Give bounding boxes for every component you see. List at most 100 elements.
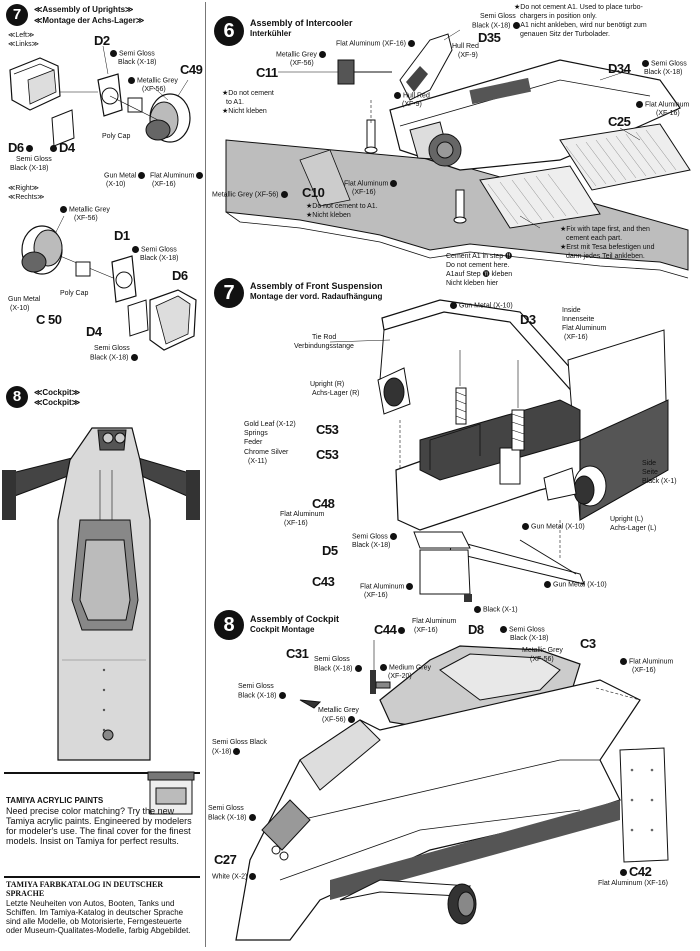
note-line: ★Nicht kleben <box>222 108 267 115</box>
paint-label: Metallic Grey <box>128 77 178 85</box>
step-title: ≪Cockpit≫ <box>34 388 81 397</box>
part-label-c49: C49 <box>180 62 203 77</box>
paint-name: Gun Metal <box>104 172 137 180</box>
paint-name: Metallic Grey <box>522 647 563 654</box>
part-label-d8: D8 <box>468 622 484 637</box>
part-label-d3: D3 <box>520 312 536 327</box>
paint-label: Gun Metal (X-10) <box>544 581 607 589</box>
paint-label: Metallic Grey <box>318 707 359 715</box>
step-subtitle: Interkühler <box>250 29 292 38</box>
note-line: Nicht kleben hier <box>446 280 499 287</box>
paint-code: (XF-16) <box>364 592 388 599</box>
paint-name: Semi Gloss <box>509 626 545 634</box>
note-line: ★Fix with tape first, and then <box>560 226 650 233</box>
step-title: ≪Assembly of Uprights≫ <box>34 5 134 14</box>
paint-label: Medium Grey <box>380 664 431 672</box>
step-subtitle: Cockpit Montage <box>250 625 315 634</box>
step-title: Assembly of Front Suspension <box>250 281 383 291</box>
paint-code: (XF-56) <box>322 716 346 724</box>
label-seite: Seite <box>642 469 658 476</box>
paint-code: Black (X-18) <box>238 692 277 700</box>
column-divider <box>205 2 206 947</box>
note-line: ★Do not cement A1. Used to place turbo- <box>514 4 643 11</box>
paint-code: (XF-20) <box>388 673 412 680</box>
paint-name: Flat Aluminum <box>280 511 325 518</box>
paint-name: Semi Gloss <box>16 156 52 163</box>
paint-code: Black (X-18) <box>140 255 179 262</box>
paints-body: Need precise color matching? Try the new… <box>6 806 192 846</box>
paint-name: Metallic Grey <box>69 206 110 214</box>
paint-code: Black (X-18) <box>90 354 129 362</box>
paint-name: Flat Aluminum (XF-16) <box>336 40 407 48</box>
paint-name: Metallic Grey <box>137 77 178 85</box>
part-label-c25: C25 <box>608 114 631 129</box>
part-name-tie-rod: Tie Rod <box>312 334 337 341</box>
paint-name: Black (X-1) <box>642 478 677 485</box>
paint-name: Semi Gloss <box>352 533 388 541</box>
label-side: Side <box>642 460 657 467</box>
paint-label: Flat Aluminum <box>636 101 689 109</box>
paint-label: Flat Aluminum <box>620 658 673 666</box>
katalog-title-line1: TAMIYA FARBKATALOG IN DEUTSCHER <box>6 880 164 889</box>
katalog-title-line2: SPRACHE <box>6 889 45 898</box>
paint-label: Black (X-18) <box>314 665 364 673</box>
paint-label: Gun Metal <box>104 172 147 180</box>
paint-label: Flat Aluminum <box>344 180 399 188</box>
part-label-c27: C27 <box>214 852 237 867</box>
part-label-c11: C11 <box>256 65 278 80</box>
part-label-d2: D2 <box>94 33 110 48</box>
part-name-feder: Feder <box>244 439 263 446</box>
paint-code: (XF-9) <box>402 101 422 108</box>
paint-label: Flat Aluminum <box>150 172 205 180</box>
part-name-upright-r-de: Achs-Lager (R) <box>312 390 360 397</box>
note-line: A1auf Step ⓫ kleben <box>446 271 513 278</box>
part-label-d6: D6 <box>8 140 35 155</box>
part-id: C42 <box>629 864 652 879</box>
step-subtitle: ≪Montage der Achs-Lager≫ <box>34 16 145 25</box>
part-name-tie-rod-de: Verbindungsstange <box>294 343 354 350</box>
paint-code: Black (X-18) <box>314 665 353 673</box>
paint-label: Black (X-18) <box>208 814 258 822</box>
paint-name: Semi Gloss <box>314 656 350 663</box>
note-line: ★Nicht kleben <box>306 212 351 219</box>
part-label-c10: C10 <box>302 185 325 200</box>
part-label-c53: C53 <box>316 447 339 462</box>
step-number-badge: 7 <box>214 278 244 308</box>
part-label-d4: D4 <box>50 140 75 155</box>
paint-name: Flat Aluminum <box>150 172 195 180</box>
paint-label: Black (X-18) <box>472 22 522 30</box>
paint-code: Black (X-18) <box>208 814 247 822</box>
paint-name: Semi Gloss <box>94 345 130 352</box>
paint-code: (X-18) <box>212 748 232 756</box>
paint-label: Hull Red <box>394 92 430 100</box>
paint-code: (X-10) <box>10 305 30 312</box>
part-label-d5: D5 <box>322 543 338 558</box>
part-label-d6-right: D6 <box>172 268 188 283</box>
paint-code: Black (X-18) <box>510 635 549 642</box>
note-line: ★Do not cement <box>222 90 274 97</box>
paint-code: Black (X-18) <box>118 59 157 66</box>
paint-label: Flat Aluminum (XF-16) <box>336 40 417 48</box>
paint-name: Hull Red <box>403 92 430 100</box>
part-label-c3: C3 <box>580 636 596 651</box>
paint-label: Metallic Grey (XF-56) <box>212 191 290 199</box>
paint-label: Black (X-1) <box>474 606 518 614</box>
part-id: D4 <box>59 140 75 155</box>
paint-name: Metallic Grey <box>276 51 317 59</box>
paint-name: Gun Metal (X-10) <box>459 302 513 310</box>
part-label-d34: D34 <box>608 61 631 76</box>
step-subtitle: ≪Cockpit≫ <box>34 398 81 407</box>
paint-code: (XF-16) <box>656 110 680 117</box>
part-name-poly-cap: Poly Cap <box>102 133 131 140</box>
acrylic-paints-box <box>4 772 200 872</box>
paint-code: (XF-16) <box>152 181 176 188</box>
paint-name: Flat Aluminum <box>344 180 389 188</box>
paint-label: Semi Gloss <box>110 50 155 58</box>
paint-name: Flat Aluminum (XF-16) <box>598 880 669 887</box>
part-label-c48: C48 <box>312 496 335 511</box>
part-label-c42: C42 <box>620 864 652 879</box>
paint-name: Metallic Grey <box>318 707 359 714</box>
paint-name: Gun Metal <box>8 296 41 303</box>
paint-name: White (X-2) <box>212 873 248 881</box>
part-name-upright-l-de: Achs-Lager (L) <box>610 525 657 532</box>
